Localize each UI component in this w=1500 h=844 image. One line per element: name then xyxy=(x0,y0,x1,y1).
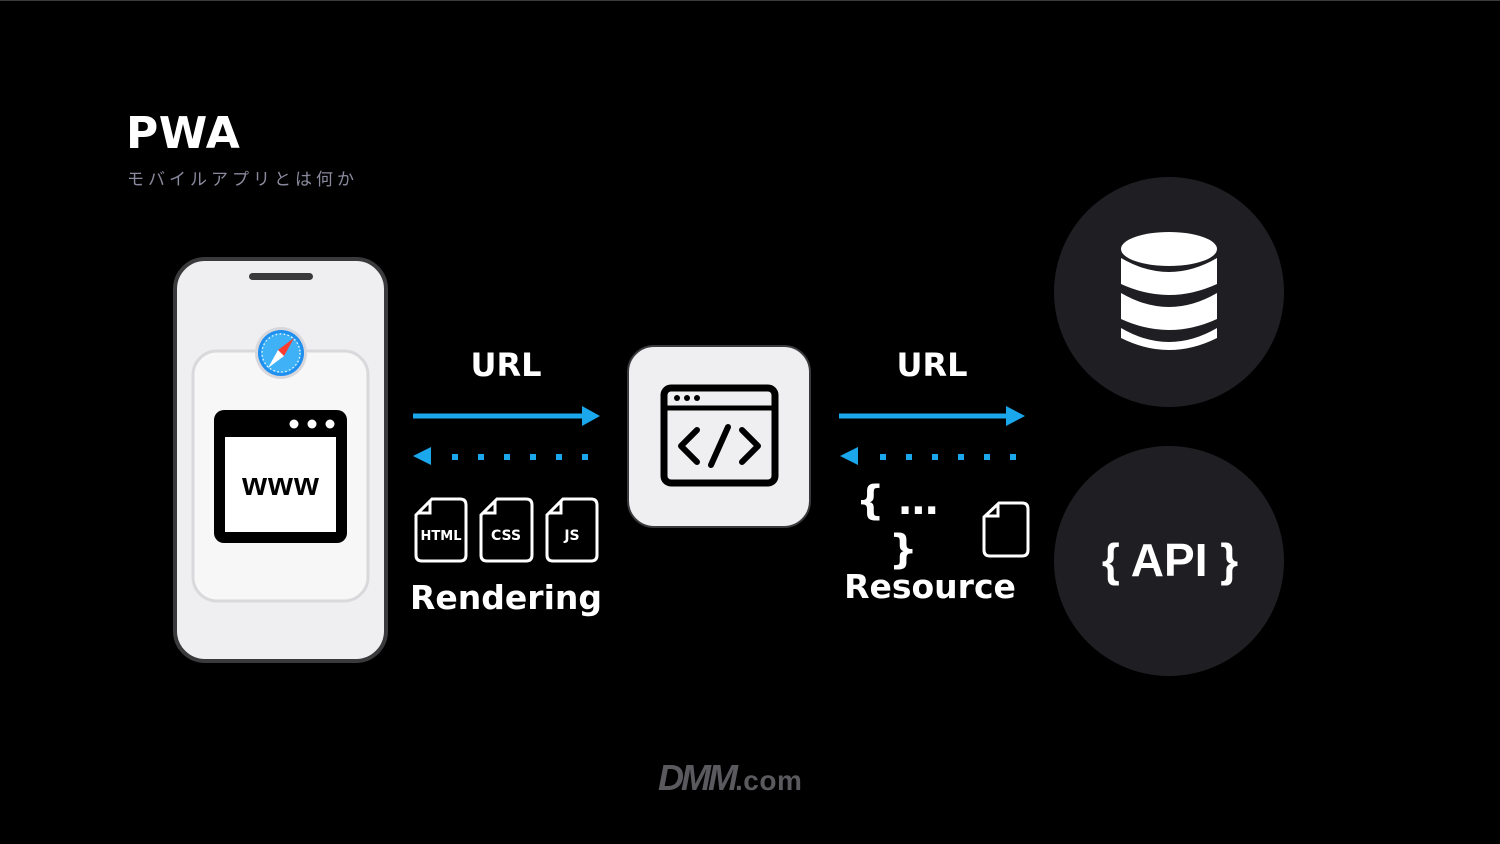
request-arrow-left xyxy=(413,406,600,426)
response-arrow-left xyxy=(413,447,590,465)
dmm-logo: DMM.com xyxy=(658,757,802,799)
json-brace-open: { … xyxy=(856,478,939,524)
right-url-label: URL xyxy=(896,346,968,384)
json-brace-close: } xyxy=(889,527,918,573)
resource-file-icon xyxy=(982,501,1030,558)
resource-label: Resource xyxy=(844,567,1016,606)
top-divider xyxy=(0,0,1500,1)
api-node xyxy=(1054,446,1284,676)
css-file-label: CSS xyxy=(491,528,521,544)
database-icon xyxy=(1121,232,1217,350)
left-url-label: URL xyxy=(470,346,542,384)
logo-suffix: .com xyxy=(734,765,803,796)
slide-title: PWA xyxy=(126,108,241,159)
www-text: www xyxy=(241,466,320,502)
code-server-box xyxy=(627,345,811,528)
logo-main: DMM xyxy=(658,757,738,798)
safari-compass-icon xyxy=(255,327,307,379)
slide-subtitle: モバイルアプリとは何か xyxy=(127,170,358,190)
html-file-icon: HTML xyxy=(414,497,468,563)
html-file-label: HTML xyxy=(421,529,462,544)
request-arrow-right xyxy=(839,406,1025,426)
api-label: { API } xyxy=(1101,534,1239,586)
www-browser-icon: www xyxy=(214,410,347,543)
js-file-icon: JS xyxy=(545,497,599,563)
js-file-label: JS xyxy=(563,528,579,544)
response-arrow-right xyxy=(840,447,1016,465)
rendering-label: Rendering xyxy=(410,578,602,617)
css-file-icon: CSS xyxy=(479,497,534,563)
